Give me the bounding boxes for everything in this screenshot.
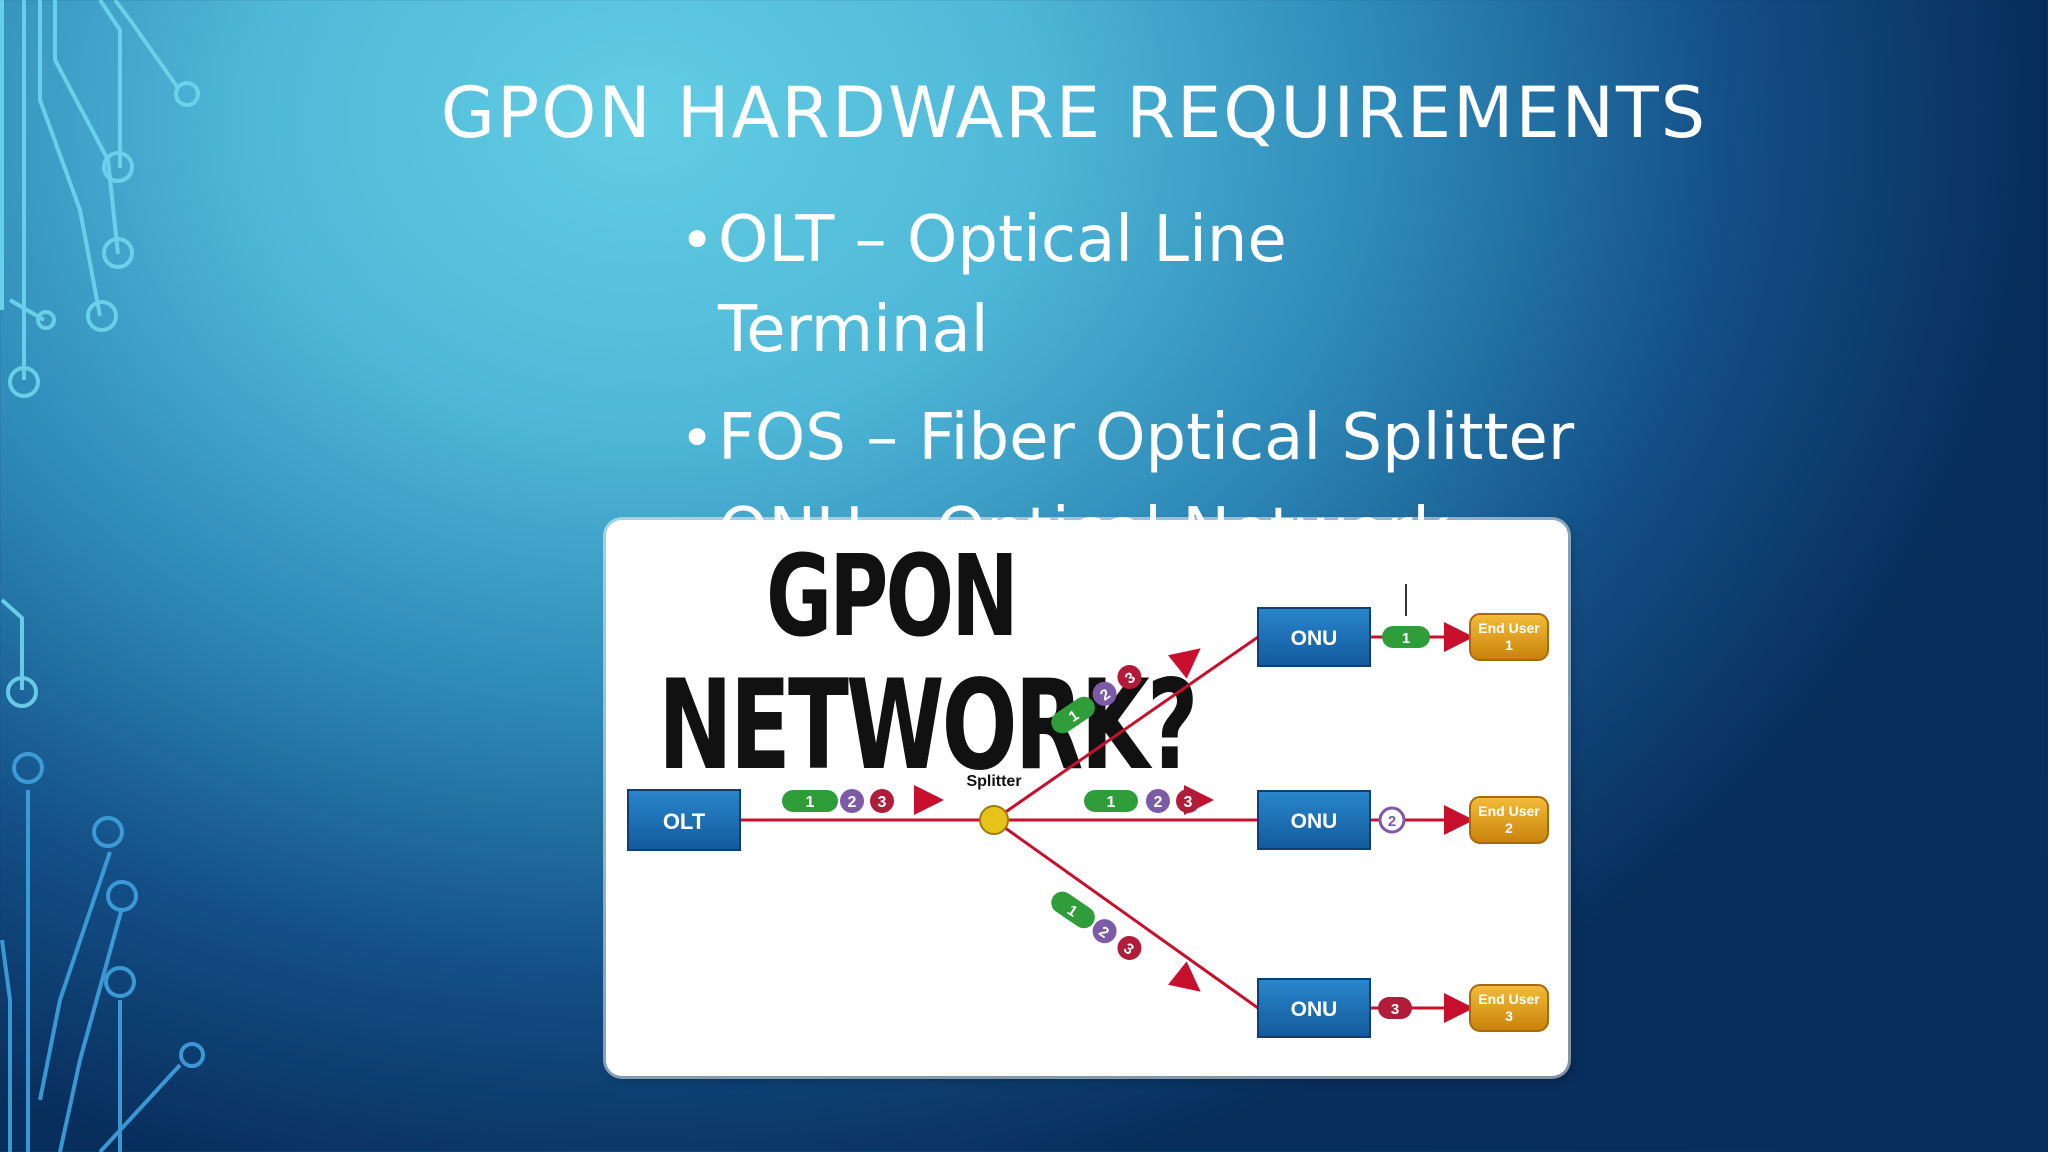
bullet-text: FOS – Fiber Optical Splitter — [718, 401, 1575, 475]
end-user-label: End User — [1478, 620, 1540, 636]
bullet-text: OLT – Optical Line — [718, 203, 1287, 277]
packet-label: 2 — [848, 794, 857, 811]
packet-label: 1 — [806, 794, 815, 811]
flow-arrows — [914, 622, 1474, 1023]
packet-label: 3 — [1391, 1001, 1399, 1018]
bullet-dot: • — [680, 404, 715, 472]
end-user-label: End User — [1478, 803, 1540, 819]
onu-label: ONU — [1291, 998, 1338, 1021]
splitter-node: Splitter — [966, 773, 1022, 835]
packet-label: 3 — [878, 794, 887, 811]
end-user-3: End User 3 — [1469, 984, 1549, 1032]
packets-upper: 1 2 3 — [1051, 665, 1142, 734]
packet-label: 1 — [1402, 630, 1410, 647]
circuit-decoration — [0, 0, 205, 1152]
olt-label: OLT — [663, 809, 706, 834]
splitter-label: Splitter — [966, 773, 1021, 790]
packets-olt: 1 2 3 — [782, 789, 894, 813]
onu-label: ONU — [1291, 810, 1338, 833]
packet-label: 1 — [1107, 794, 1116, 811]
bullet-fos: • FOS – Fiber Optical Splitter — [680, 393, 1680, 483]
end-user-label: End User — [1478, 991, 1540, 1007]
bullet-onu: • ONU – Optical Network — [680, 487, 1449, 521]
onu-box-1: ONU — [1257, 607, 1371, 667]
packet-label: 2 — [1388, 813, 1396, 830]
packets-lower: 1 2 3 — [1051, 891, 1142, 960]
bullet-text-continued: Terminal — [718, 293, 989, 367]
diagram-heading-gpon: GPON — [766, 532, 1019, 662]
end-user-number: 2 — [1505, 820, 1513, 836]
packet-label: 3 — [1184, 794, 1193, 811]
diagram-heading-network: NETWORK? — [658, 654, 1199, 798]
bullet-olt: • OLT – Optical Line Terminal — [680, 195, 1680, 375]
olt-box: OLT — [627, 789, 741, 851]
slide-title: GPON HARDWARE REQUIREMENTS — [440, 72, 1708, 154]
packets-middle: 1 2 3 — [1084, 789, 1200, 813]
onu-box-3: ONU — [1257, 978, 1371, 1038]
bullet-text: ONU – Optical Network — [718, 487, 1449, 521]
end-user-1: End User 1 — [1469, 613, 1549, 661]
bullet-dot: • — [680, 487, 714, 521]
end-user-number: 1 — [1505, 637, 1513, 653]
network-diagram: OLT 1 2 3 Splitter 1 2 3 1 — [627, 584, 1549, 1038]
packets-to-users: 1 2 3 — [1378, 626, 1430, 1019]
gpon-diagram-image: GPON NETWORK? — [606, 520, 1568, 1076]
end-user-number: 3 — [1505, 1008, 1513, 1024]
onu-box-2: ONU — [1257, 790, 1371, 850]
packet-label: 2 — [1154, 794, 1163, 811]
onu-label: ONU — [1291, 627, 1338, 650]
end-user-2: End User 2 — [1469, 796, 1549, 844]
bullet-dot: • — [680, 206, 715, 274]
bullet-list: • OLT – Optical Line Terminal • FOS – Fi… — [680, 195, 1680, 521]
